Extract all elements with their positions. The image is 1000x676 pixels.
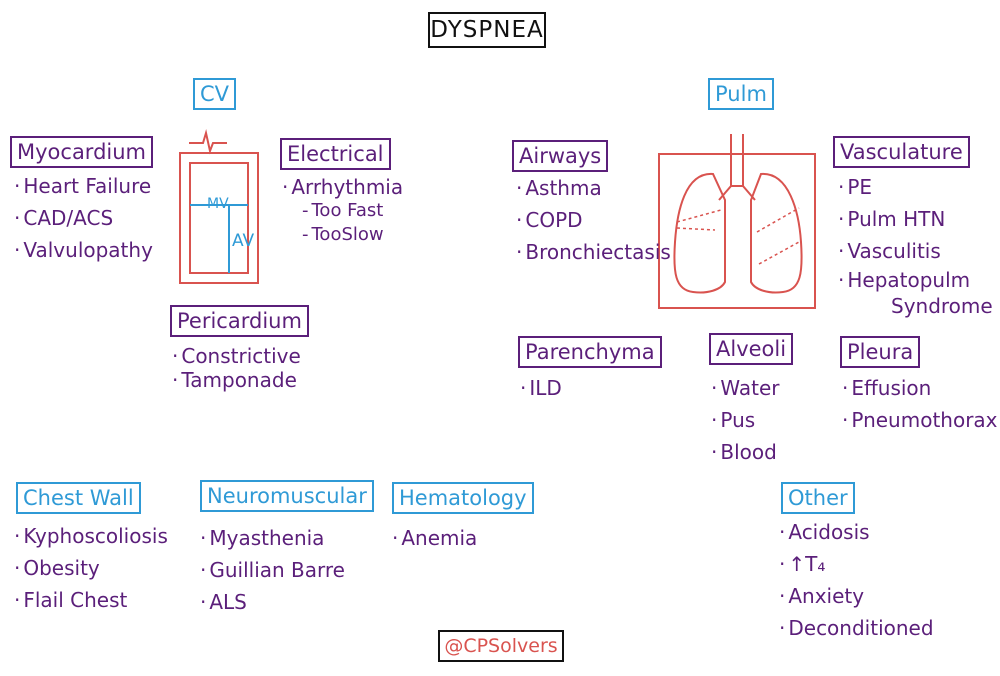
list-item: Pneumothorax: [842, 404, 997, 436]
vasculature-list: PE Pulm HTN Vasculitis Hepatopulm Syndro…: [838, 171, 993, 319]
list-item: Pus: [711, 404, 779, 436]
other-header: Other: [781, 482, 855, 514]
list-item: Heart Failure: [14, 170, 153, 202]
mv-label: MV: [207, 196, 229, 212]
pericardium-header: Pericardium: [170, 305, 309, 337]
list-item: Guillian Barre: [200, 554, 345, 586]
cpsolvers-handle: @CPSolvers: [438, 630, 564, 662]
list-item: Anemia: [392, 522, 477, 554]
pulm-header: Pulm: [708, 78, 774, 110]
electrical-header: Electrical: [280, 138, 391, 170]
airways-header: Airways: [512, 140, 609, 172]
lungs-icon: [658, 134, 816, 309]
av-label: AV: [232, 231, 255, 251]
list-item: ILD: [520, 372, 561, 404]
alveoli-list: Water Pus Blood: [711, 372, 779, 468]
list-item: Blood: [711, 436, 779, 468]
list-item: ↑T₄: [779, 548, 934, 580]
list-item: Flail Chest: [14, 584, 168, 616]
neuromuscular-header: Neuromuscular: [200, 480, 374, 512]
list-item: Syndrome: [891, 294, 993, 318]
airways-list: Asthma COPD Bronchiectasis: [516, 172, 671, 268]
list-item: Arrhythmia: [282, 175, 403, 199]
hematology-header: Hematology: [392, 482, 534, 514]
vasculature-header: Vasculature: [833, 136, 970, 168]
list-item: Asthma: [516, 172, 671, 204]
list-item: Water: [711, 372, 779, 404]
list-item: Constrictive: [172, 344, 300, 368]
cv-header: CV: [193, 78, 237, 110]
chest-wall-header: Chest Wall: [16, 482, 141, 514]
list-item: Acidosis: [779, 516, 934, 548]
pleura-list: Effusion Pneumothorax: [842, 372, 998, 436]
neuromuscular-list: Myasthenia Guillian Barre ALS: [200, 522, 345, 618]
list-item: PE: [838, 171, 993, 203]
list-item: Obesity: [14, 552, 168, 584]
page-title: DYSPNEA: [428, 12, 546, 48]
list-item: Deconditioned: [779, 612, 933, 644]
list-item: Pulm HTN: [838, 203, 993, 235]
list-item: COPD: [516, 204, 671, 236]
heart-icon: [179, 129, 259, 284]
list-item: Vasculitis: [838, 235, 993, 267]
alveoli-header: Alveoli: [709, 333, 794, 365]
pericardium-list: Constrictive Tamponade: [172, 344, 301, 392]
pleura-header: Pleura: [840, 336, 921, 368]
other-list: Acidosis ↑T₄ Anxiety Deconditioned: [779, 516, 934, 644]
list-item: Too Fast: [302, 199, 403, 223]
list-item: Myasthenia: [200, 522, 345, 554]
list-item: Bronchiectasis: [516, 236, 670, 268]
list-item: Effusion: [842, 372, 998, 404]
list-item: ALS: [200, 586, 345, 618]
myocardium-list: Heart Failure CAD/ACS Valvulopathy: [14, 170, 153, 266]
list-item: Kyphoscoliosis: [14, 520, 168, 552]
electrical-list: Arrhythmia Too Fast TooSlow: [282, 175, 403, 247]
hematology-list: Anemia: [392, 522, 477, 554]
chest-wall-list: Kyphoscoliosis Obesity Flail Chest: [14, 520, 168, 616]
list-item: Hepatopulm: [838, 267, 993, 293]
list-item: TooSlow: [302, 223, 403, 247]
myocardium-header: Myocardium: [10, 136, 154, 168]
parenchyma-header: Parenchyma: [518, 336, 662, 368]
list-item: Anxiety: [779, 580, 934, 612]
parenchyma-list: ILD: [520, 372, 561, 404]
list-item: CAD/ACS: [14, 202, 153, 234]
list-item: Valvulopathy: [14, 234, 153, 266]
list-item: Tamponade: [172, 368, 301, 392]
